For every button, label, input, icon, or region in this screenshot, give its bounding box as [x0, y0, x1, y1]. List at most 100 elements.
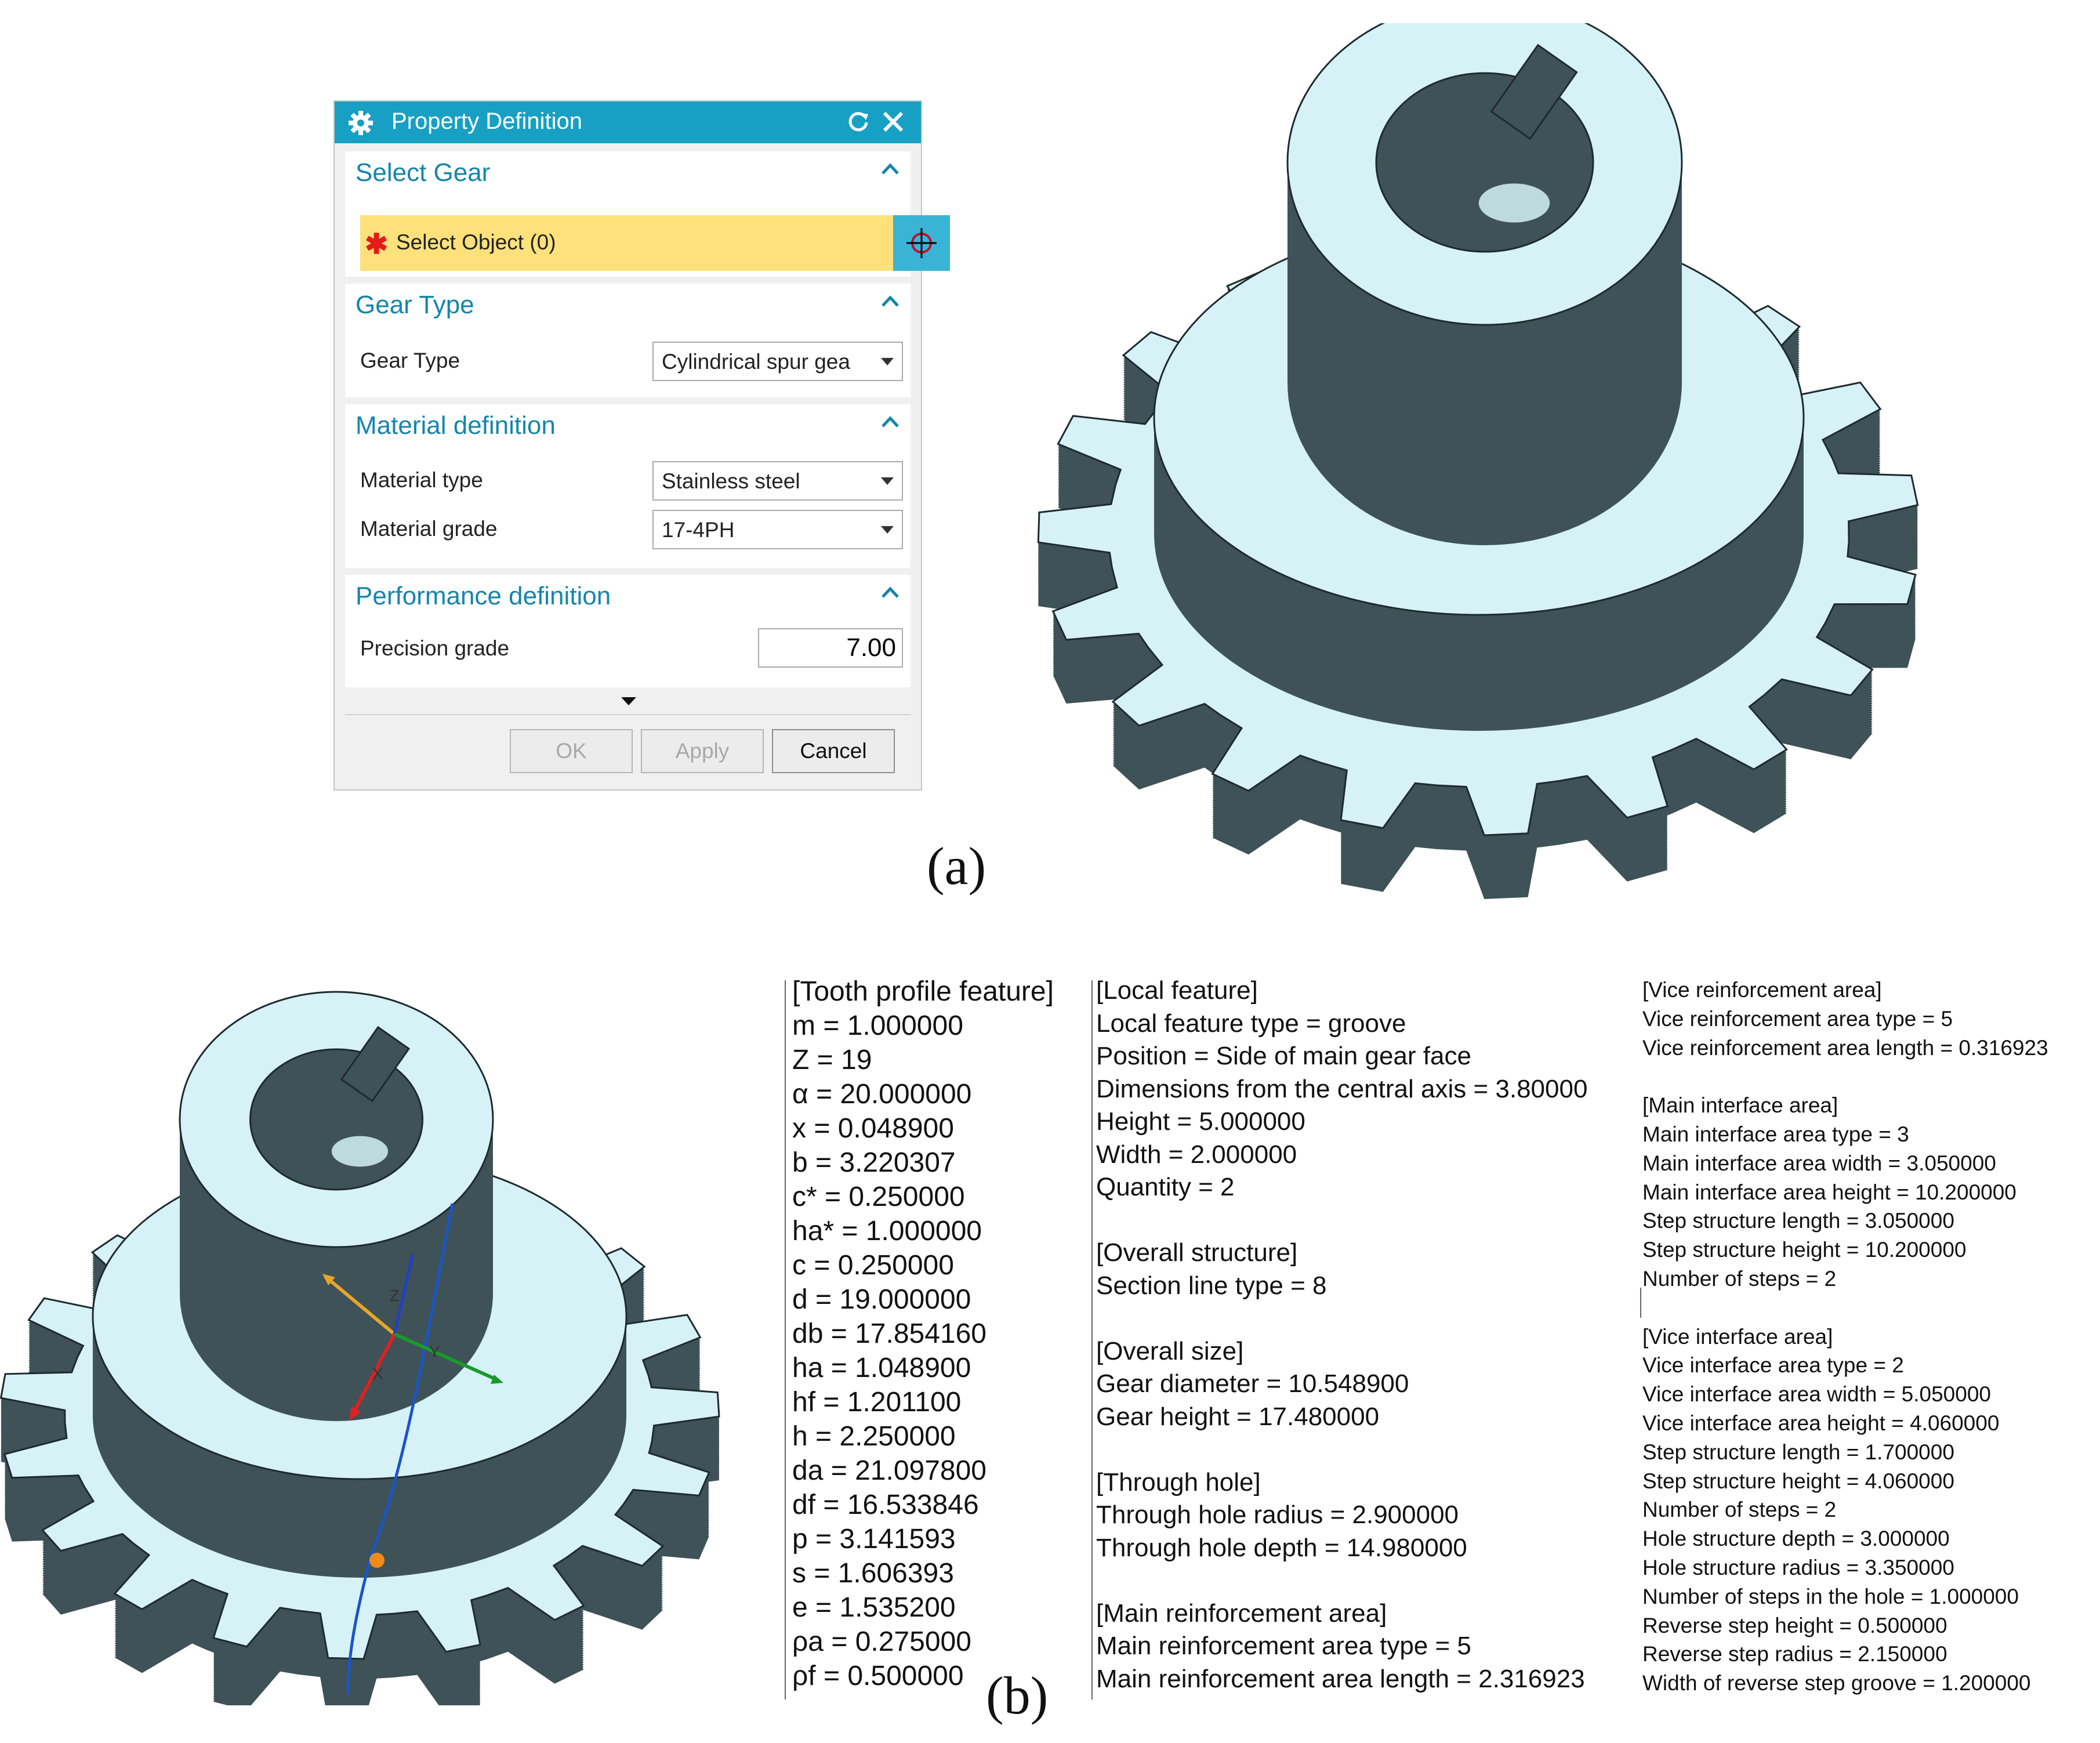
- collapse-caret-icon[interactable]: [880, 585, 900, 599]
- select-target-button[interactable]: [893, 215, 950, 271]
- area-parameter-line: Reverse step radius = 2.150000: [1642, 1642, 1947, 1666]
- feature-parameter-line: [1096, 1433, 1587, 1466]
- select-object-field[interactable]: ✱ Select Object (0): [360, 215, 893, 271]
- required-star-icon: ✱: [365, 229, 389, 260]
- precision-grade-label: Precision grade: [360, 636, 510, 660]
- material-title: Material definition: [356, 411, 556, 440]
- feature-parameter-line: [Main reinforcement area]: [1096, 1599, 1387, 1628]
- divider: [345, 714, 911, 715]
- material-type-select[interactable]: Stainless steel: [652, 461, 903, 501]
- area-parameter-line: Step structure length = 3.050000: [1642, 1209, 1954, 1233]
- collapse-caret-icon[interactable]: [880, 415, 900, 429]
- area-parameter-line: Width of reverse step groove = 1.200000: [1642, 1671, 2031, 1695]
- area-parameter-line: Vice reinforcement area length = 0.31692…: [1642, 1035, 2048, 1060]
- caption-a: (a): [927, 836, 986, 896]
- gear-3d-model-a[interactable]: [893, 23, 2099, 928]
- area-parameter-line: [Vice reinforcement area]: [1642, 978, 1882, 1002]
- gear-icon: [349, 111, 373, 135]
- coordinate-axes: Z X Y: [322, 1203, 503, 1694]
- feature-parameter-line: [Local feature]: [1096, 976, 1258, 1005]
- area-parameter-line: Vice interface area height = 4.060000: [1642, 1411, 2000, 1435]
- material-grade-select[interactable]: 17-4PH: [652, 510, 903, 549]
- tooth-profile-line: p = 3.141593: [792, 1524, 956, 1554]
- performance-title: Performance definition: [356, 582, 611, 610]
- area-parameter-line: [1642, 1062, 2048, 1091]
- cancel-button[interactable]: Cancel: [772, 729, 895, 773]
- performance-section: Performance definition Precision grade 7…: [345, 575, 911, 687]
- tooth-profile-line: b = 3.220307: [792, 1147, 956, 1178]
- feature-parameter-line: Width = 2.000000: [1096, 1140, 1297, 1169]
- gear-3d-model-b[interactable]: Z X Y: [0, 974, 771, 1705]
- apply-button[interactable]: Apply: [641, 729, 764, 773]
- tooth-profile-line: h = 2.250000: [792, 1421, 956, 1452]
- feature-parameter-line: Main reinforcement area type = 5: [1096, 1632, 1471, 1660]
- area-parameter-line: Step structure height = 4.060000: [1642, 1469, 1954, 1493]
- area-parameter-line: Main interface area type = 3: [1642, 1122, 1909, 1146]
- area-parameter-line: Hole structure depth = 3.000000: [1642, 1527, 1950, 1551]
- area-parameter-line: Vice reinforcement area type = 5: [1642, 1006, 1953, 1031]
- dialog-title: Property Definition: [391, 108, 583, 134]
- tooth-profile-line: x = 0.048900: [792, 1113, 954, 1144]
- feature-parameter-line: Position = Side of main gear face: [1096, 1042, 1471, 1070]
- tooth-profile-line: Z = 19: [792, 1045, 872, 1075]
- feature-parameter-line: Quantity = 2: [1096, 1173, 1235, 1201]
- close-icon[interactable]: [880, 108, 906, 135]
- tooth-profile-line: hf = 1.201100: [792, 1387, 962, 1418]
- gear-type-select[interactable]: Cylindrical spur gea: [652, 342, 903, 381]
- feature-parameter-line: [Through hole]: [1096, 1467, 1261, 1496]
- chevron-down-icon: [881, 358, 894, 365]
- origin-point: [369, 1553, 385, 1568]
- material-type-label: Material type: [360, 468, 483, 492]
- feature-parameter-line: [Overall structure]: [1096, 1238, 1298, 1267]
- select-object-label: Select Object (0): [396, 230, 556, 254]
- expand-more-icon[interactable]: [619, 694, 639, 708]
- area-parameter-line: Reverse step height = 0.500000: [1642, 1613, 1947, 1637]
- area-parameter-line: Vice interface area type = 2: [1642, 1353, 1904, 1378]
- tooth-profile-line: da = 21.097800: [792, 1455, 986, 1486]
- area-parameter-line: Number of steps in the hole = 1.000000: [1642, 1584, 2019, 1608]
- feature-parameter-line: Gear diameter = 10.548900: [1096, 1369, 1409, 1398]
- gear-type-title: Gear Type: [356, 291, 474, 319]
- area-parameter-line: Number of steps = 2: [1642, 1266, 1837, 1291]
- area-parameter-line: [Vice interface area]: [1642, 1324, 1833, 1349]
- area-parameter-line: Step structure height = 10.200000: [1642, 1238, 1967, 1262]
- tooth-profile-line: ρa = 0.275000: [792, 1626, 971, 1657]
- axis-label-y: Y: [429, 1343, 440, 1361]
- feature-parameter-line: Through hole depth = 14.980000: [1096, 1533, 1467, 1562]
- collapse-caret-icon[interactable]: [880, 294, 900, 308]
- area-parameter-line: Main interface area height = 10.200000: [1642, 1180, 2016, 1204]
- feature-parameter-line: Through hole radius = 2.900000: [1096, 1501, 1459, 1529]
- crosshair-icon: [906, 228, 937, 258]
- feature-parameter-line: Local feature type = groove: [1096, 1009, 1406, 1038]
- area-parameter-line: Number of steps = 2: [1642, 1498, 1837, 1522]
- tooth-profile-line: c* = 0.250000: [792, 1182, 965, 1212]
- area-parameter-line: Main interface area width = 3.050000: [1642, 1151, 1996, 1175]
- area-parameter-line: [Main interface area]: [1642, 1093, 1838, 1118]
- collapse-caret-icon[interactable]: [880, 162, 900, 176]
- chevron-down-icon: [881, 477, 894, 485]
- material-grade-label: Material grade: [360, 517, 498, 541]
- chevron-down-icon: [881, 526, 894, 534]
- ok-button[interactable]: OK: [510, 729, 633, 773]
- tooth-profile-line: d = 19.000000: [792, 1284, 971, 1315]
- tooth-profile-line: [Tooth profile feature]: [792, 976, 1054, 1007]
- feature-parameter-line: Main reinforcement area length = 2.31692…: [1096, 1664, 1585, 1693]
- tooth-profile-line: df = 16.533846: [792, 1490, 979, 1520]
- feature-parameter-line: Gear height = 17.480000: [1096, 1402, 1380, 1431]
- column-divider: [785, 980, 786, 1699]
- reset-icon[interactable]: [845, 108, 872, 135]
- material-type-value: Stainless steel: [662, 469, 800, 493]
- precision-grade-input[interactable]: 7.00: [758, 628, 903, 668]
- tooth-profile-line: c = 0.250000: [792, 1250, 954, 1281]
- feature-parameter-line: Height = 5.000000: [1096, 1107, 1305, 1136]
- feature-parameter-line: Section line type = 8: [1096, 1271, 1327, 1300]
- select-gear-section: Select Gear ✱ Select Object (0): [345, 151, 950, 277]
- feature-parameter-line: [1096, 1204, 1587, 1237]
- tooth-profile-line: e = 1.535200: [792, 1592, 956, 1623]
- tooth-profile-line: m = 1.000000: [792, 1010, 963, 1041]
- gear-type-value: Cylindrical spur gea: [662, 350, 850, 374]
- area-parameter-line: Step structure length = 1.700000: [1642, 1440, 1954, 1464]
- feature-parameter-list: [Local feature] Local feature type = groo…: [1096, 974, 1587, 1695]
- axis-label-z: Z: [390, 1287, 400, 1304]
- area-parameter-list: [Vice reinforcement area] Vice reinforcem…: [1642, 976, 2048, 1698]
